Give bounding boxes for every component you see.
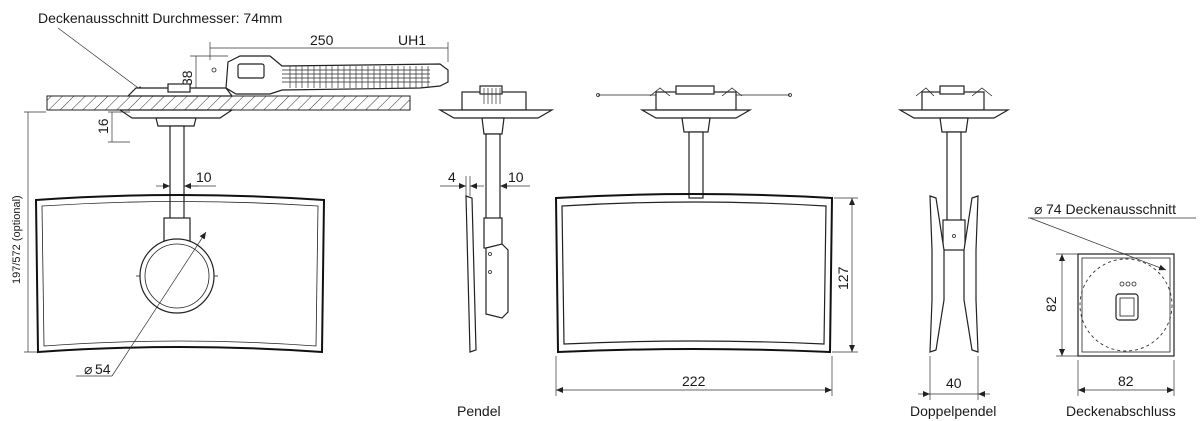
dim-40: 40 bbox=[946, 375, 962, 391]
caption-doppelpendel: Doppelpendel bbox=[910, 403, 996, 419]
dim-127: 127 bbox=[835, 266, 851, 290]
caption-pendel: Pendel bbox=[457, 403, 501, 419]
caption-deckenabschluss: Deckenabschluss bbox=[1066, 403, 1176, 419]
ceiling-mount bbox=[118, 83, 234, 127]
dim-cutout-symbol: ⌀ bbox=[1034, 201, 1042, 217]
cutout-note: Deckenausschnitt Durchmesser: 74mm bbox=[38, 10, 282, 26]
dim-diam-54: 54 bbox=[95, 361, 111, 377]
ceiling-slab bbox=[46, 95, 411, 111]
deckenabschluss-view: ⌀ 74 Deckenausschnitt 82 82 Deckenabschl… bbox=[1028, 201, 1196, 419]
pendel-side-view: 4 10 bbox=[437, 85, 555, 353]
dim-height: 197/572 (optional) bbox=[11, 195, 23, 284]
dim-uh1: UH1 bbox=[398, 32, 426, 48]
uh1-driver-unit bbox=[211, 55, 449, 95]
dim-16: 16 bbox=[95, 118, 111, 134]
dim-250: 250 bbox=[310, 32, 334, 48]
doppelpendel-side-view: 40 Doppelpendel bbox=[897, 85, 1011, 419]
dim-10-stem: 10 bbox=[196, 169, 212, 185]
sign-panel-front bbox=[34, 194, 326, 354]
dim-4: 4 bbox=[448, 169, 456, 185]
dim-222: 222 bbox=[682, 373, 706, 389]
front-view-large: 127 222 Pendel bbox=[457, 85, 858, 419]
dim-38: 38 bbox=[179, 70, 195, 86]
dim-82-vertical: 82 bbox=[1043, 296, 1059, 312]
dim-cutout-74: 74 Deckenausschnitt bbox=[1046, 201, 1176, 217]
pendant-stem bbox=[169, 125, 185, 223]
dim-diam-54-symbol: ⌀ bbox=[84, 361, 92, 377]
front-view: Deckenausschnitt Durchmesser: 74mm bbox=[11, 10, 449, 377]
dim-82-horizontal: 82 bbox=[1118, 373, 1134, 389]
dim-10-side: 10 bbox=[508, 169, 524, 185]
